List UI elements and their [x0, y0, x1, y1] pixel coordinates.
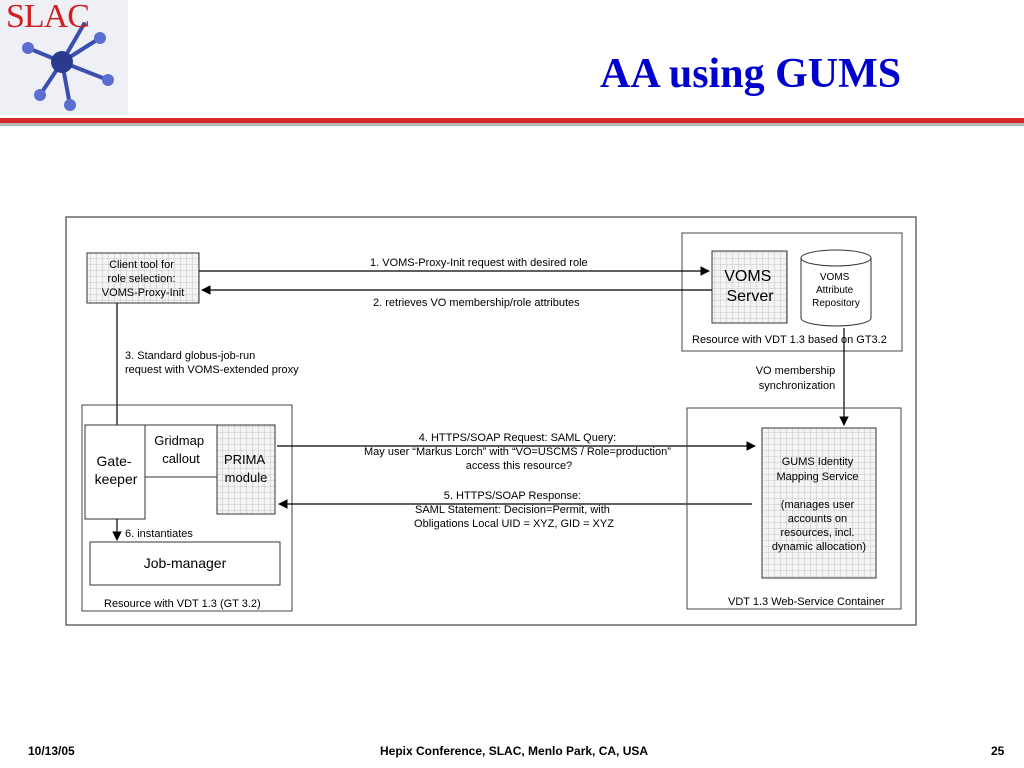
gums-diagram: Client tool for role selection: VOMS-Pro…: [65, 216, 917, 626]
job-manager-box: [89, 541, 281, 586]
step5-label: 5. HTTPS/SOAP Response: SAML Statement: …: [414, 490, 614, 530]
client-tool-box: [86, 252, 200, 304]
voms-resource-label: Resource with VDT 1.3 based on GT3.2: [692, 334, 887, 346]
gatekeeper-label: Gate- keeper: [95, 453, 138, 487]
step1-label: 1. VOMS-Proxy-Init request with desired …: [370, 257, 588, 269]
gridmap-box: [144, 424, 218, 478]
resource-label: Resource with VDT 1.3 (GT 3.2): [104, 598, 261, 610]
prima-label: PRIMA module: [224, 452, 268, 485]
slac-logo: SLAC: [0, 0, 128, 115]
step4-label: 4. HTTPS/SOAP Request: SAML Query: May u…: [364, 432, 674, 472]
title-rule-gray: [0, 123, 1024, 126]
job-manager-label: Job-manager: [144, 555, 227, 571]
footer-date: 10/13/05: [28, 744, 75, 758]
logo-text: SLAC: [6, 0, 90, 35]
voms-repository-label: VOMS Attribute Repository: [812, 272, 860, 309]
client-tool-label: Client tool for role selection: VOMS-Pro…: [102, 259, 185, 299]
step2-label: 2. retrieves VO membership/role attribut…: [373, 297, 580, 309]
voms-resource-box: [681, 232, 903, 352]
footer-conference: Hepix Conference, SLAC, Menlo Park, CA, …: [380, 744, 649, 758]
voms-server-label: VOMS Server: [724, 268, 776, 305]
gums-container-label: VDT 1.3 Web-Service Container: [728, 596, 885, 608]
page-number: 25: [991, 744, 1005, 758]
gatekeeper-box: [84, 424, 146, 520]
step6-label: 6. instantiates: [125, 528, 193, 540]
step3-label: 3. Standard globus-job-run request with …: [125, 350, 299, 376]
prima-box: [216, 424, 276, 515]
sync-label: VO membership synchronization: [756, 365, 839, 392]
title-rule-red: [0, 118, 1024, 123]
logo-graphic: [0, 0, 128, 115]
gums-container-box: [686, 407, 902, 610]
voms-repository-cylinder: [800, 258, 872, 327]
gridmap-label: Gridmap callout: [154, 433, 207, 466]
gums-label: GUMS Identity Mapping Service (manages u…: [772, 456, 866, 553]
slide-title: AA using GUMS: [600, 51, 902, 97]
gums-box: [761, 427, 877, 579]
voms-server-box: [711, 250, 788, 324]
resource-box: [81, 404, 293, 612]
